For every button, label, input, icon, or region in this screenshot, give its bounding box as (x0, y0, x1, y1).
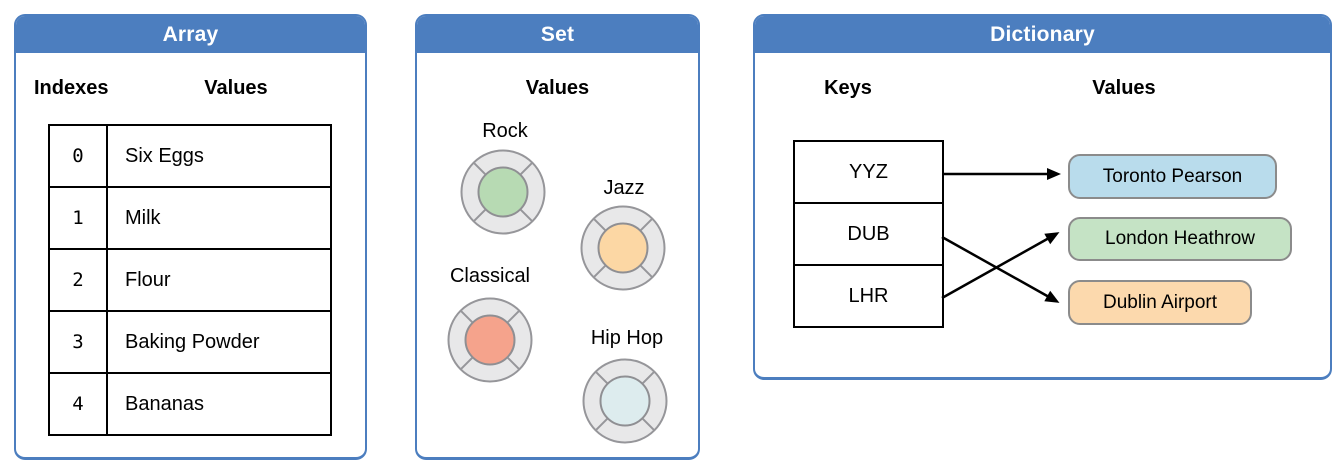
array-index: 2 (50, 250, 108, 310)
array-value: Flour (125, 268, 171, 291)
arrow-dub-dublin (941, 235, 1060, 303)
dictionary-key: DUB (795, 204, 942, 266)
array-values-heading: Values (204, 77, 268, 99)
array-value: Six Eggs (125, 144, 204, 167)
table-row: 2 Flour (50, 250, 330, 312)
array-indexes-heading: Indexes (34, 77, 109, 99)
array-index: 3 (50, 312, 108, 372)
set-item-label-classical: Classical (449, 265, 531, 287)
jazz-disc-icon (580, 205, 666, 291)
hiphop-disc-icon (582, 358, 668, 444)
dictionary-key: YYZ (795, 142, 942, 204)
table-row: 0 Six Eggs (50, 126, 330, 188)
dictionary-keys-table: YYZ DUB LHR (793, 140, 944, 328)
dictionary-value-toronto: Toronto Pearson (1068, 154, 1277, 199)
array-index: 1 (50, 188, 108, 248)
dictionary-value-london: London Heathrow (1068, 217, 1292, 261)
set-item-label-jazz: Jazz (603, 177, 645, 199)
table-row: 3 Baking Powder (50, 312, 330, 374)
dictionary-keys-heading: Keys (824, 77, 872, 99)
array-panel: Array Indexes Values 0 Six Eggs 1 Milk 2… (14, 14, 367, 460)
set-panel-title: Set (417, 16, 698, 53)
dictionary-panel-title: Dictionary (755, 16, 1330, 53)
dictionary-key: LHR (848, 284, 889, 307)
array-index: 0 (50, 126, 108, 186)
array-value: Milk (125, 206, 161, 229)
table-row: 1 Milk (50, 188, 330, 250)
array-table: 0 Six Eggs 1 Milk 2 Flour 3 Baking Powde… (48, 124, 332, 436)
table-row: 4 Bananas (50, 374, 330, 434)
array-value: Bananas (125, 392, 204, 415)
classical-disc-icon (447, 297, 533, 383)
dictionary-panel: Dictionary Keys Values YYZ DUB LHR Toron… (753, 14, 1332, 380)
array-value: Baking Powder (125, 330, 260, 353)
set-panel: Set Values Rock Jazz Classical (415, 14, 700, 460)
arrow-lhr-london (941, 232, 1060, 300)
set-item-label-hiphop: Hip Hop (590, 327, 664, 349)
array-index: 4 (50, 374, 108, 434)
array-panel-title: Array (16, 16, 365, 53)
rock-disc-icon (460, 149, 546, 235)
dictionary-values-heading: Values (1092, 77, 1156, 99)
set-values-heading: Values (525, 77, 590, 99)
set-item-label-rock: Rock (482, 120, 528, 142)
dictionary-value-dublin: Dublin Airport (1068, 280, 1252, 325)
